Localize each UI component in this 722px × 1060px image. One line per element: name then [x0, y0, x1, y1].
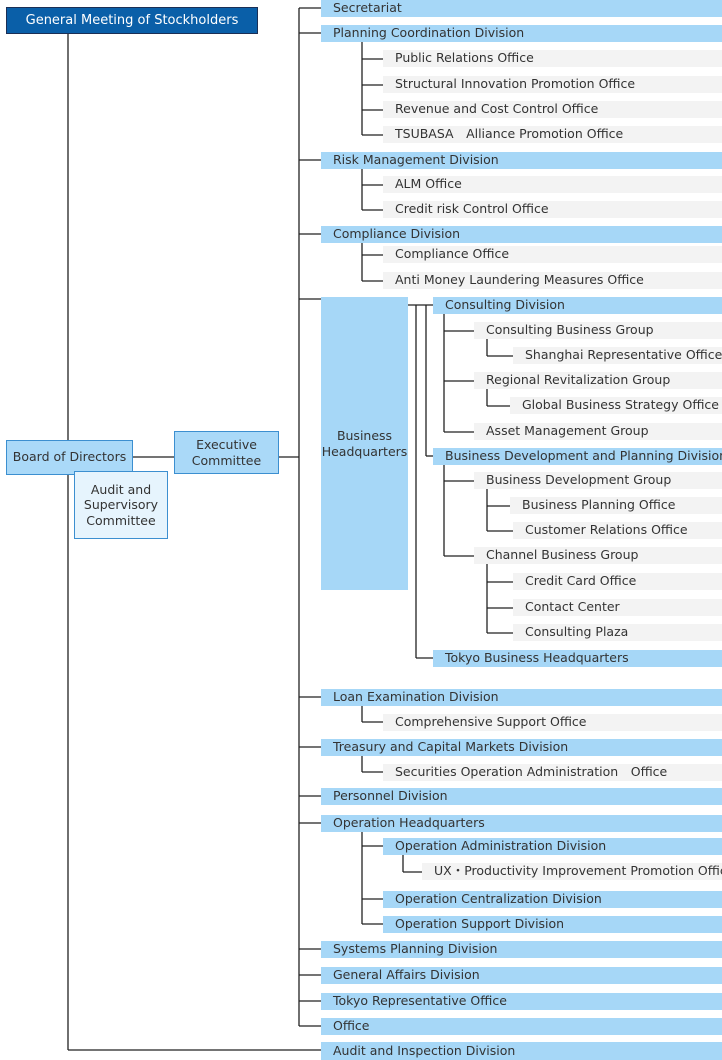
consulting-division-box: Consulting Division: [433, 297, 722, 314]
structural-innovation-label: Structural Innovation Promotion Office: [395, 76, 636, 92]
alm-office-box: ALM Office: [383, 176, 722, 193]
consulting-division-label: Consulting Division: [445, 297, 565, 313]
secretariat-box: Secretariat: [321, 0, 722, 17]
operation-support-box: Operation Support Division: [383, 916, 722, 933]
contact-center-label: Contact Center: [525, 599, 620, 615]
tsubasa-box: TSUBASA Alliance Promotion Office: [383, 126, 722, 143]
consulting-plaza-label: Consulting Plaza: [525, 624, 629, 640]
bd-planning-division-label: Business Development and Planning Divisi…: [445, 448, 722, 464]
channel-group-box: Channel Business Group: [474, 547, 722, 564]
credit-card-office-box: Credit Card Office: [513, 573, 722, 590]
bd-group-label: Business Development Group: [486, 472, 672, 488]
regional-revitalization-box: Regional Revitalization Group: [474, 372, 722, 389]
office-label: Office: [333, 1018, 370, 1034]
bd-planning-division-box: Business Development and Planning Divisi…: [433, 448, 722, 465]
planning-division-box: Planning Coordination Division: [321, 25, 722, 42]
audit-committee-label: Audit and Supervisory Committee: [83, 481, 159, 528]
treasury-division-label: Treasury and Capital Markets Division: [333, 739, 569, 755]
general-affairs-label: General Affairs Division: [333, 967, 480, 983]
credit-risk-label: Credit risk Control Office: [395, 201, 549, 217]
consulting-plaza-box: Consulting Plaza: [513, 624, 722, 641]
tokyo-business-hq-box: Tokyo Business Headquarters: [433, 650, 722, 667]
treasury-division-box: Treasury and Capital Markets Division: [321, 739, 722, 756]
systems-planning-box: Systems Planning Division: [321, 941, 722, 958]
contact-center-box: Contact Center: [513, 599, 722, 616]
audit-committee-box: Audit and Supervisory Committee: [74, 471, 168, 539]
bd-group-box: Business Development Group: [474, 472, 722, 489]
comprehensive-support-box: Comprehensive Support Office: [383, 714, 722, 731]
global-business-label: Global Business Strategy Office: [522, 397, 719, 413]
personnel-division-label: Personnel Division: [333, 788, 448, 804]
secretariat-label: Secretariat: [333, 0, 402, 16]
risk-division-label: Risk Management Division: [333, 152, 499, 168]
systems-planning-label: Systems Planning Division: [333, 941, 498, 957]
operation-admin-box: Operation Administration Division: [383, 838, 722, 855]
consulting-business-group-box: Consulting Business Group: [474, 322, 722, 339]
credit-card-office-label: Credit Card Office: [525, 573, 637, 589]
shanghai-office-box: Shanghai Representative Office: [513, 347, 722, 364]
customer-relations-label: Customer Relations Office: [525, 522, 688, 538]
compliance-office-label: Compliance Office: [395, 246, 510, 262]
operation-support-label: Operation Support Division: [395, 916, 565, 932]
personnel-division-box: Personnel Division: [321, 788, 722, 805]
tokyo-rep-office-box: Tokyo Representative Office: [321, 993, 722, 1010]
compliance-office-box: Compliance Office: [383, 246, 722, 263]
regional-revitalization-label: Regional Revitalization Group: [486, 372, 671, 388]
alm-office-label: ALM Office: [395, 176, 462, 192]
channel-group-label: Channel Business Group: [486, 547, 639, 563]
tsubasa-label: TSUBASA Alliance Promotion Office: [395, 126, 624, 142]
securities-operation-label: Securities Operation Administration Offi…: [395, 764, 668, 780]
compliance-division-box: Compliance Division: [321, 226, 722, 243]
general-affairs-box: General Affairs Division: [321, 967, 722, 984]
ux-productivity-label: UX・Productivity Improvement Promotion Of…: [434, 863, 722, 879]
operation-hq-box: Operation Headquarters: [321, 815, 722, 832]
global-business-box: Global Business Strategy Office: [510, 397, 722, 414]
business-hq-label: Business Headquarters: [321, 427, 408, 459]
comprehensive-support-label: Comprehensive Support Office: [395, 714, 587, 730]
audit-inspection-box: Audit and Inspection Division: [321, 1042, 722, 1060]
securities-operation-box: Securities Operation Administration Offi…: [383, 764, 722, 781]
planning-division-label: Planning Coordination Division: [333, 25, 525, 41]
business-planning-office-label: Business Planning Office: [522, 497, 676, 513]
credit-risk-box: Credit risk Control Office: [383, 201, 722, 218]
asset-management-label: Asset Management Group: [486, 423, 649, 439]
general-meeting-label: General Meeting of Stockholders: [25, 13, 239, 28]
business-hq-box: Business Headquarters: [321, 297, 408, 590]
operation-centralization-box: Operation Centralization Division: [383, 891, 722, 908]
operation-admin-label: Operation Administration Division: [395, 838, 607, 854]
tokyo-business-hq-label: Tokyo Business Headquarters: [445, 650, 629, 666]
operation-hq-label: Operation Headquarters: [333, 815, 485, 831]
board-of-directors-box: Board of Directors: [6, 440, 133, 475]
public-relations-box: Public Relations Office: [383, 50, 722, 67]
consulting-business-group-label: Consulting Business Group: [486, 322, 654, 338]
shanghai-office-label: Shanghai Representative Office: [525, 347, 722, 363]
risk-division-box: Risk Management Division: [321, 152, 722, 169]
business-planning-office-box: Business Planning Office: [510, 497, 722, 514]
tokyo-rep-office-label: Tokyo Representative Office: [333, 993, 507, 1009]
structural-innovation-box: Structural Innovation Promotion Office: [383, 76, 722, 93]
ux-productivity-box: UX・Productivity Improvement Promotion Of…: [422, 863, 722, 880]
asset-management-box: Asset Management Group: [474, 423, 722, 440]
office-box: Office: [321, 1018, 722, 1035]
public-relations-label: Public Relations Office: [395, 50, 534, 66]
audit-inspection-label: Audit and Inspection Division: [333, 1042, 516, 1058]
aml-office-label: Anti Money Laundering Measures Office: [395, 272, 644, 288]
executive-committee-box: Executive Committee: [174, 431, 279, 474]
revenue-cost-box: Revenue and Cost Control Office: [383, 101, 722, 118]
loan-examination-label: Loan Examination Division: [333, 689, 499, 705]
customer-relations-box: Customer Relations Office: [513, 522, 722, 539]
aml-office-box: Anti Money Laundering Measures Office: [383, 272, 722, 289]
operation-centralization-label: Operation Centralization Division: [395, 891, 602, 907]
general-meeting-box: General Meeting of Stockholders: [6, 7, 258, 34]
board-of-directors-label: Board of Directors: [12, 449, 127, 465]
compliance-division-label: Compliance Division: [333, 226, 461, 242]
loan-examination-box: Loan Examination Division: [321, 689, 722, 706]
revenue-cost-label: Revenue and Cost Control Office: [395, 101, 599, 117]
executive-committee-label: Executive Committee: [191, 436, 262, 468]
